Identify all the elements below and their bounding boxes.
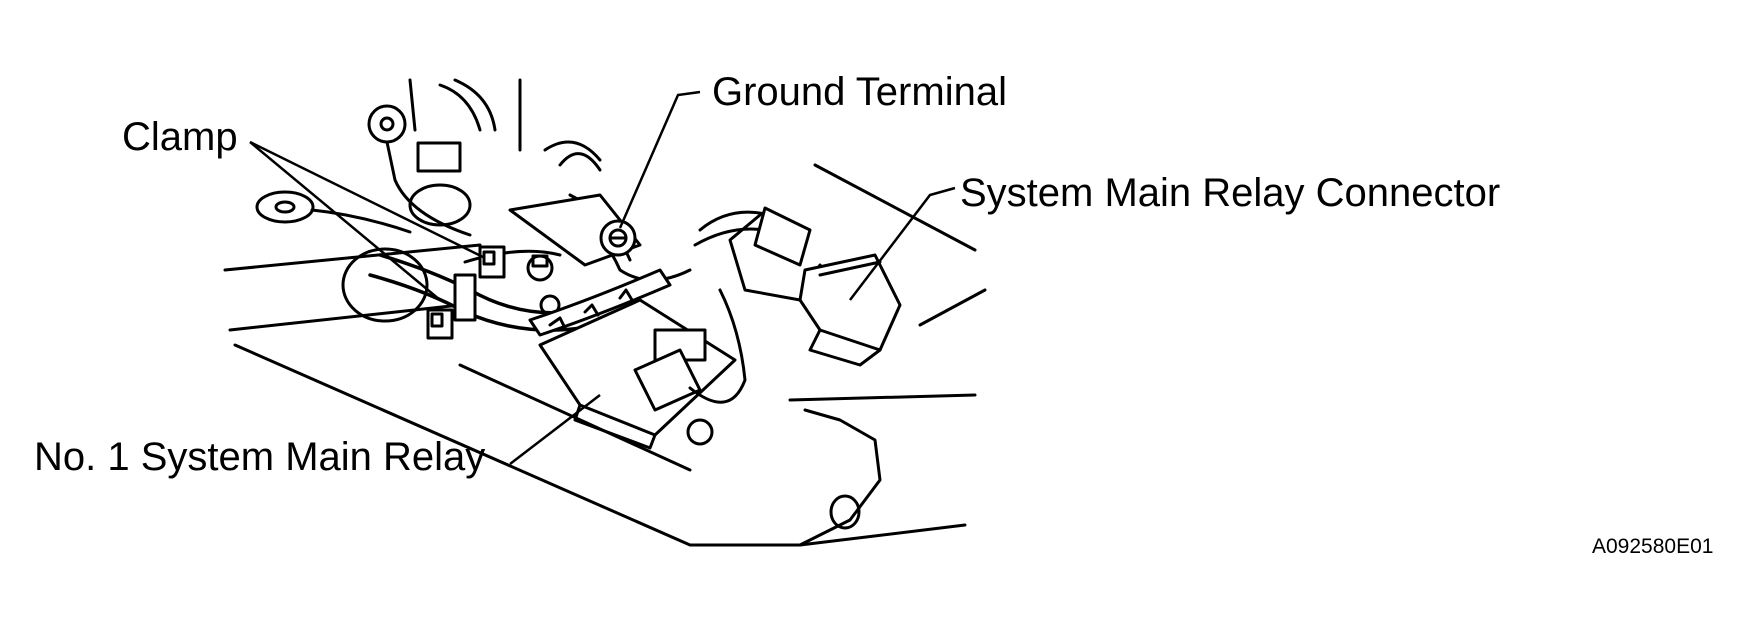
ground-terminal-label: Ground Terminal: [712, 70, 1007, 114]
harness-tape: [528, 268, 672, 337]
main-relay-body: [538, 288, 747, 450]
reference-code: A092580E01: [1592, 535, 1714, 558]
connector-leader: [849, 186, 956, 301]
relay-leader: [509, 394, 601, 465]
ground-bolt: [599, 219, 637, 257]
grommet: [341, 183, 472, 323]
clamp-label: Clamp: [122, 115, 238, 159]
clamp-leader-2: [249, 140, 486, 260]
ground-terminal-leader: [618, 90, 701, 229]
clamp-parts: [426, 245, 506, 340]
no1-system-main-relay-label: No. 1 System Main Relay: [34, 435, 486, 479]
relay-connector: [693, 206, 902, 367]
body-panel: [223, 78, 987, 547]
system-main-relay-connector-label: System Main Relay Connector: [960, 171, 1501, 215]
clamp-leader-1: [249, 141, 441, 301]
ring-terminals: [255, 78, 497, 237]
